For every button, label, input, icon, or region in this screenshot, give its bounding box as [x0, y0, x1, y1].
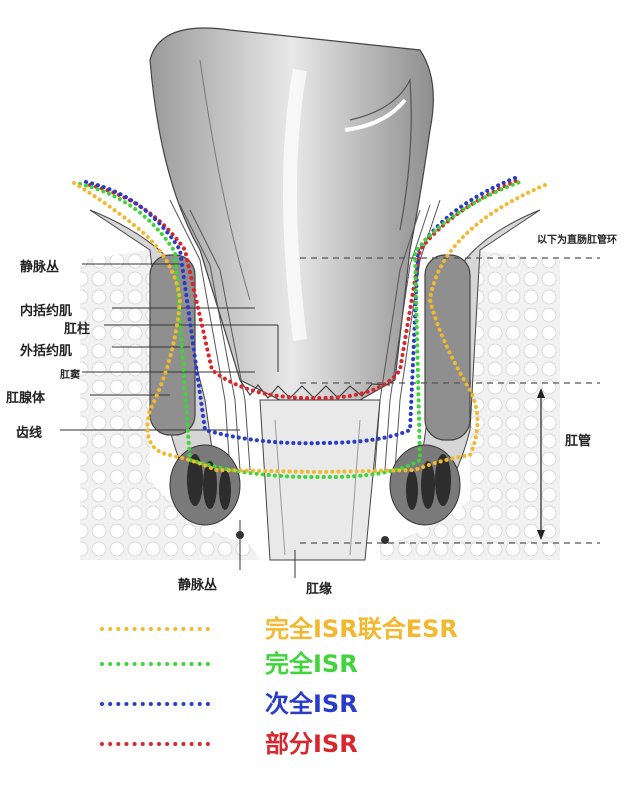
anal-canal — [239, 379, 391, 561]
legend-label: 部分ISR — [265, 730, 358, 758]
fat-tissue — [80, 250, 560, 560]
label-dentate-line: 齿线 — [16, 426, 43, 441]
legend-item-partial-isr: 部分ISR — [100, 727, 580, 761]
legend-label: 完全ISR联合ESR — [265, 615, 458, 643]
legend-label: 完全ISR — [265, 650, 358, 678]
legend-swatch — [100, 742, 210, 746]
line-total-isr — [78, 180, 522, 480]
label-anal-canal: 肛管 — [565, 434, 592, 449]
reference-lines — [300, 257, 600, 544]
legend-item-total-isr: 完全ISR — [100, 647, 580, 681]
label-anal-verge: 肛缘 — [306, 582, 333, 597]
label-venous-plexus-bottom: 静脉丛 — [178, 578, 218, 593]
legend-swatch — [100, 662, 210, 666]
legend-swatch — [100, 627, 210, 631]
label-anal-gland: 肛腺体 — [6, 391, 46, 406]
legend-label: 次全ISR — [265, 690, 358, 718]
label-venous-plexus: 静脉丛 — [20, 260, 60, 275]
resection-lines — [72, 176, 547, 480]
line-total-isr-esr — [72, 181, 547, 475]
legend-item-subtotal-isr: 次全ISR — [100, 687, 580, 721]
label-external-sphincter: 外括约肌 — [20, 344, 73, 359]
line-subtotal-isr — [84, 176, 517, 446]
label-anal-column: 肛柱 — [64, 322, 91, 337]
rectum — [149, 27, 434, 401]
label-anorectal-ring: 以下为直肠肛管环 — [537, 235, 617, 246]
label-anal-sinus: 肛窦 — [60, 370, 80, 381]
legend-item-total-isr-esr: 完全ISR联合ESR — [100, 612, 580, 646]
muscle-wall-left — [89, 199, 251, 501]
legend-swatch — [100, 702, 210, 706]
label-internal-sphincter: 内括约肌 — [20, 304, 73, 319]
